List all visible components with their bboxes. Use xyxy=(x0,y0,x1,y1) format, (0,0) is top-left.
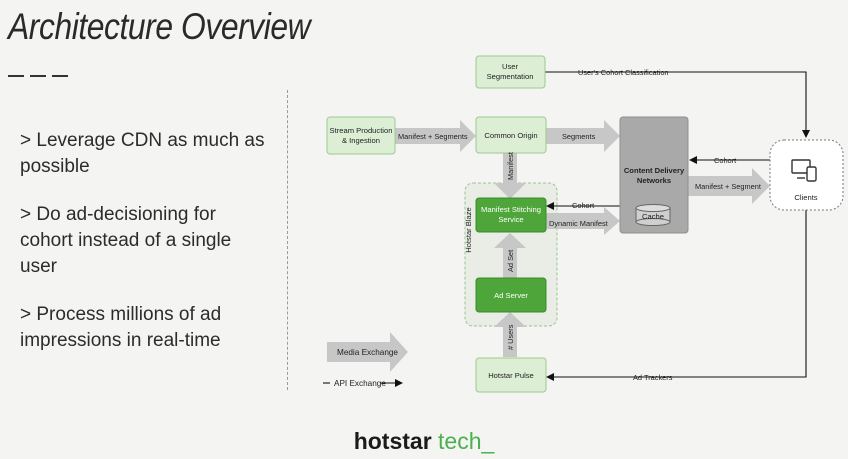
ad-server-label: Ad Server xyxy=(494,291,528,300)
arrow-cohort-classification xyxy=(545,71,810,138)
ad-server-node xyxy=(475,277,547,313)
cdn-node xyxy=(619,116,689,234)
segments-label: Segments xyxy=(562,132,596,141)
arrow-adserver-to-stitching xyxy=(494,233,526,278)
brand-name: hotstar xyxy=(353,428,432,454)
bullet-list: > Leverage CDN as much as possible > Do … xyxy=(20,128,270,376)
cdn-label-1: Content Delivery xyxy=(624,166,685,175)
cohort-cdn-label: Cohort xyxy=(714,156,736,165)
arrow-stitching-to-cdn xyxy=(546,207,620,235)
cohort-stitching-label: Cohort xyxy=(572,201,594,210)
cache-icon xyxy=(635,204,671,226)
clients-label: Clients xyxy=(794,193,817,202)
column-divider xyxy=(287,90,288,390)
arrow-production-to-origin xyxy=(395,120,476,152)
hotstar-pulse-label: Hotstar Pulse xyxy=(488,371,534,380)
legend-api-exchange: API Exchange xyxy=(334,379,386,388)
arrow-ad-trackers xyxy=(546,208,807,381)
media-arrows xyxy=(327,120,770,372)
common-origin-label: Common Origin xyxy=(484,131,537,140)
manifest-segments-label: Manifest + Segments xyxy=(398,132,468,141)
ad-trackers-label: Ad Trackers xyxy=(633,373,673,382)
user-segmentation-label-1: User xyxy=(502,62,519,71)
brand-footer: hotstar tech_ xyxy=(0,428,848,455)
hotstar-pulse-node xyxy=(475,357,547,393)
manifest-stitching-label-2: Service xyxy=(498,215,523,224)
manifest-segment-label: Manifest + Segment xyxy=(695,182,761,191)
arrow-origin-to-stitching xyxy=(494,153,526,199)
dynamic-manifest-label: Dynamic Manifest xyxy=(549,219,608,228)
arrow-pulse-to-adserver xyxy=(494,312,526,357)
cohort-classification-label: User's Cohort Classification xyxy=(578,68,669,77)
manifest-stitching-node xyxy=(475,197,547,233)
devices-icon xyxy=(791,159,817,182)
common-origin-node xyxy=(475,116,547,154)
cdn-label-2: Networks xyxy=(637,176,671,185)
slide-title: Architecture Overview xyxy=(8,6,311,47)
manifest-label: Manifest xyxy=(506,152,515,180)
users-label: # Users xyxy=(506,324,515,350)
ad-set-label: Ad Set xyxy=(506,250,515,272)
stream-production-label-2: & Ingestion xyxy=(342,136,380,145)
legend-media-exchange: Media Exchange xyxy=(337,348,398,357)
api-arrows xyxy=(323,71,810,387)
user-segmentation-label-2: Segmentation xyxy=(487,72,534,81)
hotstar-blaze-label: Hotstar Blaze xyxy=(464,207,473,253)
arrow-cdn-to-clients xyxy=(688,168,770,204)
stream-production-node xyxy=(326,116,396,155)
cache-label: Cache xyxy=(642,212,664,221)
legend-media-arrow xyxy=(327,332,408,372)
bullet-ad-decisioning: > Do ad-decisioning for cohort instead o… xyxy=(20,204,232,277)
stream-production-label-1: Stream Production xyxy=(330,126,393,135)
bullet-ad-impressions: > Process millions of ad impressions in … xyxy=(20,304,222,351)
bullet-cdn: > Leverage CDN as much as possible xyxy=(20,130,265,177)
arrow-origin-to-cdn xyxy=(546,120,620,152)
brand-suffix: tech_ xyxy=(438,428,495,454)
user-segmentation-node xyxy=(475,55,546,89)
manifest-stitching-label-1: Manifest Stitching xyxy=(481,205,541,214)
title-underline xyxy=(8,75,68,77)
